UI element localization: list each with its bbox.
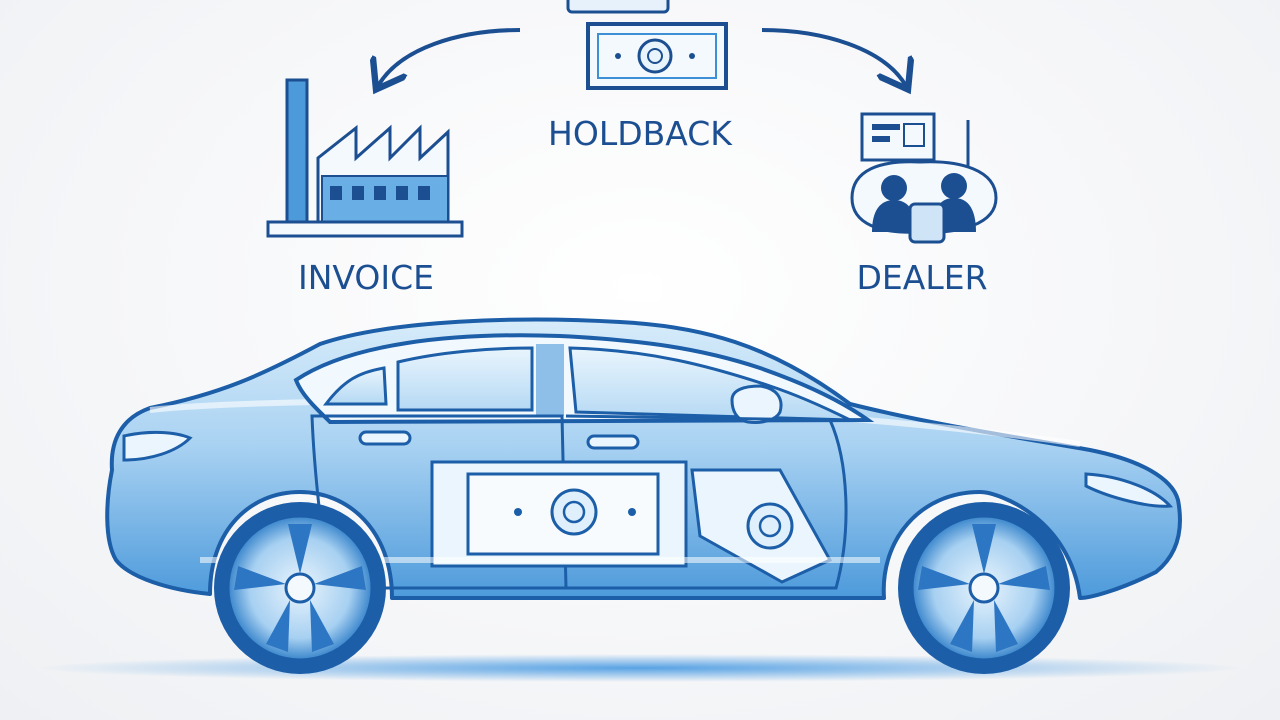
car-with-money-icon <box>105 317 1182 600</box>
dealer-label: DEALER <box>856 258 988 297</box>
front-wheel <box>898 502 1070 674</box>
dealer-people-icon <box>850 112 998 244</box>
factory-icon <box>266 78 464 238</box>
invoice-label: INVOICE <box>297 258 435 297</box>
arrow-to-dealer <box>761 28 906 86</box>
arrow-to-invoice <box>378 28 521 86</box>
holdback-label: HOLDBACK <box>548 114 732 153</box>
rear-wheel <box>214 502 386 674</box>
money-bill-icon <box>566 0 728 90</box>
ground-shadow <box>40 654 1240 682</box>
